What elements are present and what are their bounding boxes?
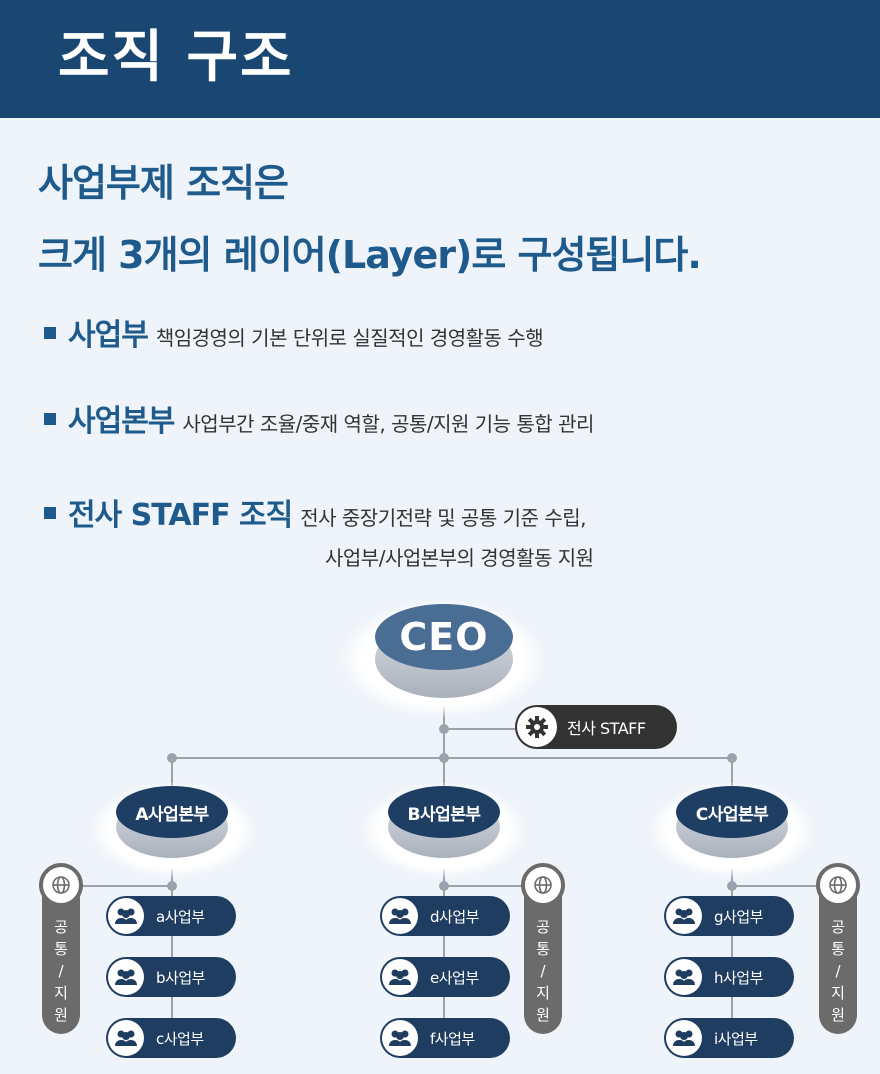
- bullet-square-icon: [44, 327, 56, 339]
- globe-icon: [39, 863, 83, 907]
- headline-line1: 사업부제 조직은: [38, 161, 289, 205]
- headline-line2: 크게 3개의 레이어(Layer)로 구성됩니다.: [38, 233, 702, 277]
- unit-label: g사업부: [714, 907, 763, 926]
- bullet-term: 사업본부: [68, 404, 175, 439]
- people-icon: [108, 1020, 144, 1056]
- unit-label: b사업부: [156, 968, 205, 987]
- bullet-item: 사업본부 사업부간 조율/중재 역할, 공통/지원 기능 통합 관리: [44, 396, 594, 440]
- division-a-node: A사업본부: [116, 786, 228, 838]
- unit-label: h사업부: [714, 968, 763, 987]
- bullet-term: 사업부: [68, 318, 149, 353]
- unit-node: i사업부: [664, 1018, 794, 1058]
- unit-label: f사업부: [430, 1029, 475, 1048]
- page-title: 조직 구조: [58, 25, 294, 90]
- division-c-node: C사업본부: [676, 786, 788, 838]
- unit-node: h사업부: [664, 957, 794, 997]
- unit-label: d사업부: [430, 907, 479, 926]
- people-icon: [666, 1020, 702, 1056]
- unit-node: f사업부: [380, 1018, 510, 1058]
- bullet-desc: 사업부간 조율/중재 역할, 공통/지원 기능 통합 관리: [182, 412, 594, 436]
- bullet-desc: 전사 중장기전략 및 공통 기준 수립,: [300, 506, 586, 530]
- people-icon: [382, 898, 418, 934]
- unit-node: e사업부: [380, 957, 510, 997]
- unit-node: c사업부: [106, 1018, 236, 1058]
- people-icon: [108, 959, 144, 995]
- bullet-item: 전사 STAFF 조직 전사 중장기전략 및 공통 기준 수립,: [44, 490, 586, 534]
- globe-icon: [816, 863, 860, 907]
- staff-node: 전사 STAFF: [515, 705, 677, 749]
- people-icon: [382, 959, 418, 995]
- people-icon: [666, 898, 702, 934]
- ceo-node: CEO: [375, 604, 513, 670]
- unit-node: d사업부: [380, 896, 510, 936]
- unit-node: b사업부: [106, 957, 236, 997]
- unit-node: a사업부: [106, 896, 236, 936]
- unit-label: a사업부: [156, 907, 205, 926]
- people-icon: [108, 898, 144, 934]
- bullet-desc-continued: 사업부/사업본부의 경영활동 지원: [325, 546, 594, 570]
- people-icon: [666, 959, 702, 995]
- bullet-desc: 책임경영의 기본 단위로 실질적인 경영활동 수행: [155, 326, 544, 350]
- page-header: 조직 구조: [0, 0, 880, 118]
- bullet-square-icon: [44, 413, 56, 425]
- unit-label: c사업부: [156, 1029, 204, 1048]
- globe-icon: [521, 863, 565, 907]
- unit-label: e사업부: [430, 968, 479, 987]
- unit-node: g사업부: [664, 896, 794, 936]
- staff-label: 전사 STAFF: [567, 719, 646, 738]
- division-b-node: B사업본부: [388, 786, 500, 838]
- unit-label: i사업부: [714, 1029, 758, 1048]
- gear-icon: [517, 707, 557, 747]
- people-icon: [382, 1020, 418, 1056]
- bullet-square-icon: [44, 507, 56, 519]
- bullet-item: 사업부 책임경영의 기본 단위로 실질적인 경영활동 수행: [44, 310, 544, 354]
- bullet-term: 전사 STAFF 조직: [68, 498, 293, 533]
